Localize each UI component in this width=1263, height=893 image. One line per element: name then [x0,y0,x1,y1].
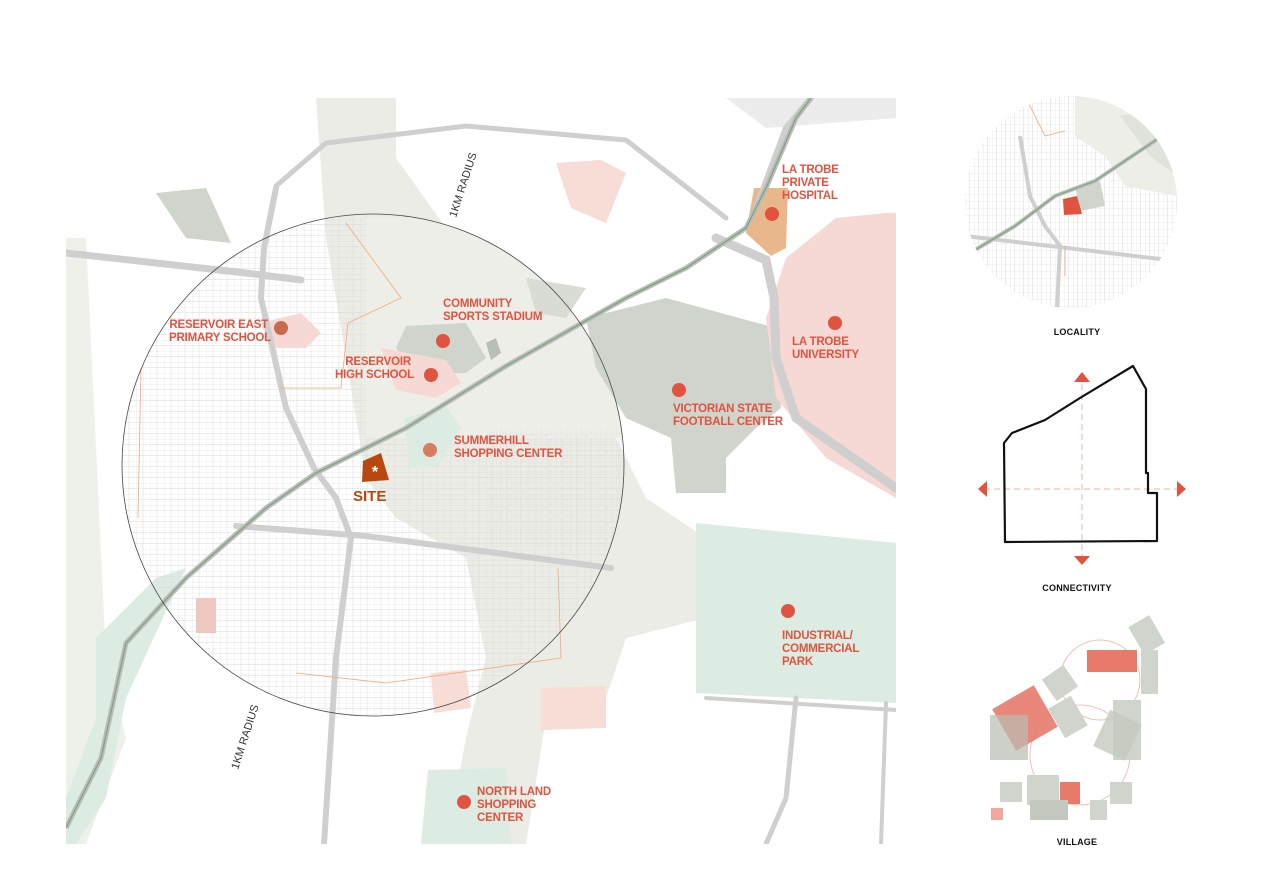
connectivity-diagram [972,360,1192,570]
poi-dot-community-sports-stadium[interactable] [436,334,450,348]
village-diagram [985,610,1166,830]
place-label-industrial-commercial-park: INDUSTRIAL/ COMMERCIAL PARK [782,630,862,668]
village-caption: VILLAGE [1056,837,1098,847]
arrow-right-icon [1177,481,1186,497]
asterisk-icon: * [372,464,379,481]
rail-trail [66,98,812,829]
place-label-victorian-state-football-center: VICTORIAN STATE FOOTBALL CENTER [673,403,784,428]
connectivity-caption: CONNECTIVITY [1042,583,1112,593]
locality-caption: LOCALITY [1053,327,1101,337]
poi-dot-victorian-state-football-center[interactable] [672,383,686,397]
grey-zone [156,188,231,243]
site-outline [1002,364,1159,544]
pink-zone [431,670,471,713]
site-label: SITE [353,488,386,505]
place-label-community-sports-stadium: COMMUNITY SPORTS STADIUM [443,298,542,323]
axis-lines [984,374,1180,558]
poi-dot-reservoir-east-primary-school[interactable] [274,321,288,335]
reservoir-high-school-zone [381,348,461,398]
poi-dot-reservoir-high-school[interactable] [424,368,438,382]
pink-zone [196,598,216,633]
pink-zone [556,160,626,223]
pink-zone [541,686,606,730]
reservoir-east-primary-school-zone [261,313,321,348]
arrow-down-icon [1074,556,1090,565]
place-label-la-trobe-university: LA TROBE UNIVERSITY [792,336,860,361]
locality-diagram [965,96,1177,308]
la-trobe-university-zone [766,213,896,498]
radius-circle [121,213,625,717]
poi-dot-industrial-commercial-park[interactable] [781,604,795,618]
place-label-summerhill-shopping-center: SUMMERHILL SHOPPING CENTER [454,435,563,460]
arrow-up-icon [1074,372,1090,382]
road-network [66,98,896,844]
place-label-la-trobe-private-hospital: LA TROBE PRIVATE HOSPITAL [782,164,842,202]
poi-dot-la-trobe-private-hospital[interactable] [765,207,779,221]
site-marker[interactable] [362,453,389,482]
victorian-state-football-center-zone [586,298,781,493]
poi-dot-summerhill-shopping-center[interactable] [423,443,437,457]
industrial-commercial-park-zone [696,523,896,703]
place-label-reservoir-east-primary-school: RESERVOIR EAST PRIMARY SCHOOL [169,319,271,344]
green-corridor [66,568,186,844]
suburb-boundary [137,222,562,684]
poi-dot-la-trobe-university[interactable] [828,316,842,330]
open-land-zone [726,98,896,128]
map-canvas: 1KM RADIUS 1KM RADIUS * SITE LA TROBE PR… [66,98,896,844]
place-label-reservoir-high-school: RESERVOIR HIGH SCHOOL [335,356,414,381]
poi-dot-north-land-shopping-center[interactable] [457,795,471,809]
arrow-left-icon [978,481,987,497]
poi-markers [274,207,842,809]
place-label-north-land-shopping-center: NORTH LAND SHOPPING CENTER [477,786,554,824]
site-marker [1063,196,1082,215]
main-map: 1KM RADIUS 1KM RADIUS * SITE LA TROBE PR… [66,98,896,844]
